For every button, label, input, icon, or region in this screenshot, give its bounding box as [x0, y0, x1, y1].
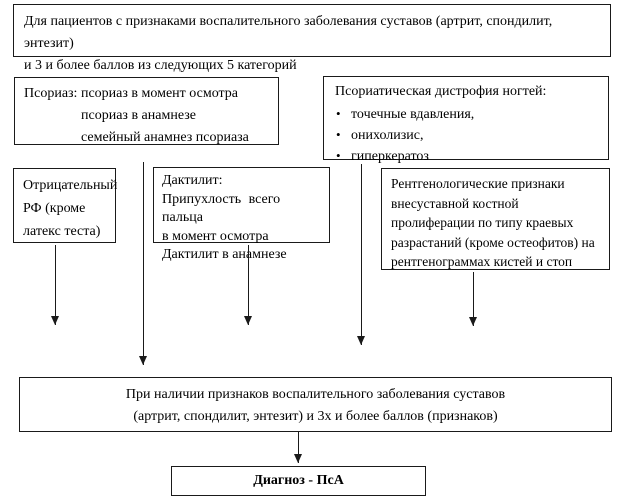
psoriasis-box: Псориаз: псориаз в момент осмотра псориа…	[14, 77, 279, 145]
psoriasis-line-3: семейный анамнез псориаза	[81, 130, 249, 145]
bullet-icon: •	[336, 127, 341, 142]
dactylitis-line-2: Припухлость всего пальца	[162, 191, 281, 226]
flow-arrow-dactylitis-down	[243, 245, 252, 325]
psoriasis-line-1: Псориаз: псориаз в момент осмотра	[24, 86, 239, 101]
bullet-icon: •	[336, 148, 341, 163]
list-item: • онихолизис,	[335, 125, 604, 146]
nail-dystrophy-box: Псориатическая дистрофия ногтей: • точеч…	[323, 76, 609, 164]
bullet-icon: •	[336, 106, 341, 121]
dactylitis-box: Дактилит: Припухлость всего пальца в мом…	[153, 167, 330, 262]
list-item-text: точечные вдавления,	[351, 107, 475, 122]
radiographic-signs-box: Рентгенологические признаки внесуставной…	[381, 168, 610, 270]
list-item-text: онихолизис,	[351, 128, 424, 143]
flow-arrow-xray-down	[468, 272, 477, 326]
dactylitis-line-3: в момент осмотра	[162, 228, 269, 244]
flow-arrow-nail-down	[356, 164, 365, 345]
dactylitis-line-1: Дактилит:	[162, 173, 223, 188]
negative-rf-box: Отрицательный РФ (кроме латекс теста)	[13, 168, 117, 243]
list-item: • гиперкератоз	[335, 146, 604, 167]
nail-dystrophy-list: • точечные вдавления, • онихолизис, • ги…	[335, 104, 604, 167]
diagnosis-box: Диагноз - ПсА	[171, 466, 426, 496]
criteria-header-box: Для пациентов с признаками воспалительно…	[13, 4, 611, 73]
flow-arrow-psoriasis-down	[138, 162, 147, 365]
list-item-text: гиперкератоз	[351, 149, 429, 164]
nail-dystrophy-title: Псориатическая дистрофия ногтей:	[335, 84, 547, 99]
list-item: • точечные вдавления,	[335, 104, 604, 125]
flow-arrow-rf-down	[50, 245, 59, 325]
flow-arrow-diagnosis-down	[293, 432, 302, 463]
summary-condition-box: При наличии признаков воспалительного за…	[19, 377, 612, 432]
psoriasis-line-2: псориаз в анамнезе	[81, 108, 196, 123]
dactylitis-line-4: Дактилит в анамнезе	[162, 247, 287, 262]
